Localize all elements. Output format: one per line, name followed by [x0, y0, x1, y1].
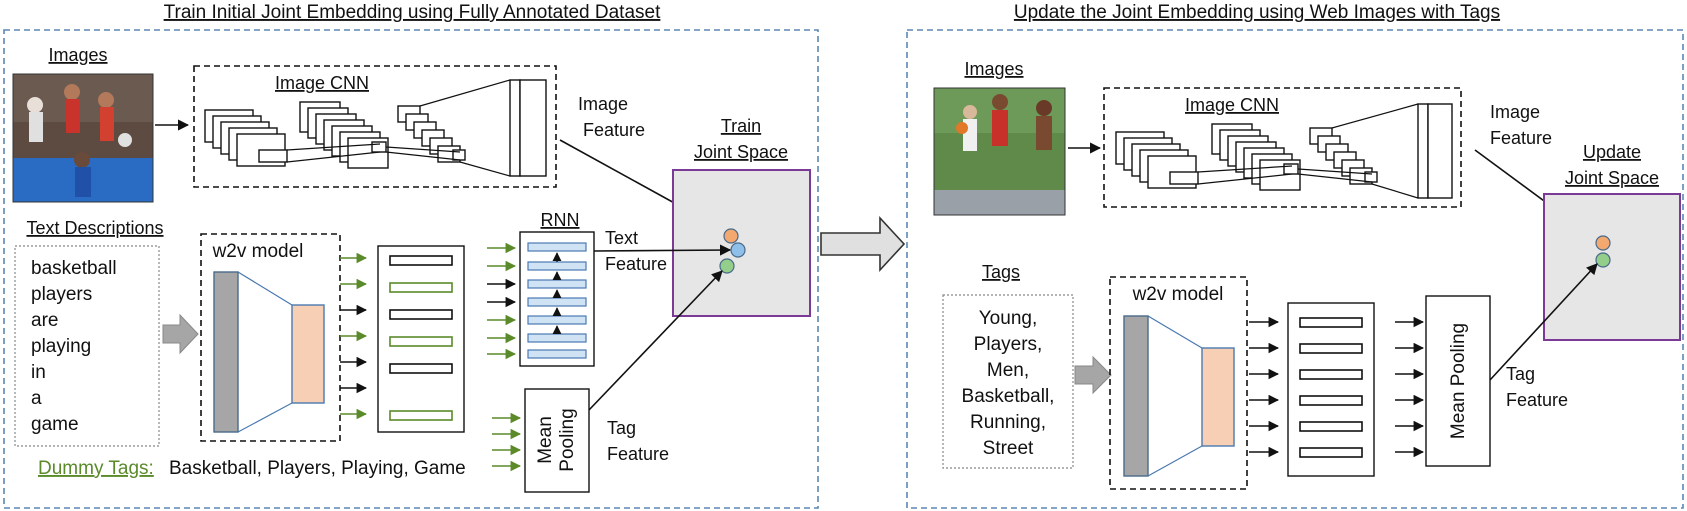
right-cnn-layers [1115, 103, 1453, 199]
left-text-embedding-dot [730, 242, 746, 258]
right-cnn-box [1103, 87, 1462, 208]
right-gray-arrow [1074, 355, 1112, 395]
left-joint-space [672, 169, 811, 317]
left-tag-embedding-dot [719, 258, 735, 274]
left-mean-pooling-box [524, 388, 590, 493]
left-text-feature-arrow [593, 244, 732, 256]
tag-word: Running, [970, 412, 1046, 433]
right-tag-feature-1: Tag [1506, 364, 1535, 384]
description-word: a [31, 388, 42, 409]
rnn-input-arrows [487, 242, 517, 360]
right-cnn-label: Image CNN [1185, 95, 1279, 115]
left-images-label: Images [48, 45, 107, 65]
right-word-vectors [1299, 317, 1363, 458]
dummy-tags-label: Dummy Tags: [38, 458, 154, 479]
right-image-feature-1: Image [1490, 102, 1540, 122]
description-word: players [31, 284, 92, 305]
right-image-feature-2: Feature [1490, 128, 1552, 148]
description-word: in [31, 362, 46, 383]
right-joint-space [1543, 193, 1681, 341]
right-panel-frame [906, 29, 1684, 509]
left-word-vectors [389, 255, 453, 421]
right-images-label: Images [964, 59, 1023, 79]
left-panel-title: Train Initial Joint Embedding using Full… [164, 2, 661, 23]
left-mean-pooling-label-1: Mean [535, 416, 556, 464]
right-tag-feature-arrow [1489, 263, 1598, 381]
right-tag-embedding-dot [1595, 252, 1611, 268]
right-word-vectors-box [1287, 302, 1375, 477]
rnn-label: RNN [541, 210, 580, 230]
right-cnn-connectors [1197, 103, 1419, 199]
right-w2v-output-arrows [1249, 316, 1280, 458]
tag-word: Young, [979, 308, 1037, 329]
left-image-embedding-dot [723, 228, 739, 244]
left-w2v-network [213, 271, 325, 433]
left-cnn-box [193, 65, 557, 188]
right-w2v-network [1123, 315, 1235, 477]
right-w2v-box [1109, 276, 1248, 490]
tags-label: Tags [982, 262, 1020, 282]
tag-word: Basketball, [962, 386, 1055, 407]
left-w2v-output-arrows [340, 252, 368, 420]
left-tag-feature-arrow [588, 270, 723, 411]
left-w2v-box [200, 233, 341, 442]
tag-word: Men, [987, 360, 1029, 381]
left-mean-pooling-input-arrows [492, 412, 522, 472]
right-mean-pooling-box [1425, 295, 1491, 467]
left-tag-feature-2: Feature [607, 444, 669, 464]
left-image-feature-1: Image [578, 94, 628, 114]
right-mean-pooling-label: Mean Pooling [1448, 323, 1469, 439]
description-word: basketball [31, 258, 117, 279]
tag-word: Players, [974, 334, 1043, 355]
tag-word: Street [983, 438, 1034, 459]
panel-transition-arrow [820, 215, 906, 273]
right-mean-pooling-input-arrows [1395, 316, 1425, 458]
right-joint-title-1: Update [1583, 142, 1641, 162]
left-cnn-connectors [286, 79, 511, 177]
description-word: game [31, 414, 79, 435]
right-joint-title-2: Joint Space [1565, 168, 1659, 188]
text-descriptions-label: Text Descriptions [26, 218, 163, 238]
tags-box [942, 294, 1074, 469]
left-joint-title-2: Joint Space [694, 142, 788, 162]
left-mean-pooling-label-2: Pooling [557, 408, 578, 471]
right-panel-title: Update the Joint Embedding using Web Ima… [1014, 2, 1500, 23]
left-panel-frame [3, 29, 819, 509]
left-cnn-label: Image CNN [275, 73, 369, 93]
left-joint-title-1: Train [721, 116, 761, 136]
right-w2v-label: w2v model [1132, 284, 1224, 305]
right-image-embedding-dot [1595, 235, 1611, 251]
left-text-feature-1: Text [605, 228, 638, 248]
left-gray-arrow [162, 313, 199, 355]
description-word: playing [31, 336, 91, 357]
text-descriptions-box [14, 245, 160, 447]
left-text-feature-2: Feature [605, 254, 667, 274]
left-w2v-label: w2v model [212, 241, 304, 262]
description-word: are [31, 310, 58, 331]
left-tag-feature-1: Tag [607, 418, 636, 438]
right-tag-feature-2: Feature [1506, 390, 1568, 410]
dummy-tags-value: Basketball, Players, Playing, Game [169, 458, 466, 479]
left-basketball-photo [12, 73, 154, 203]
left-image-feature-2: Feature [583, 120, 645, 140]
right-basketball-photo [933, 87, 1066, 216]
left-cnn-layers [204, 79, 547, 177]
